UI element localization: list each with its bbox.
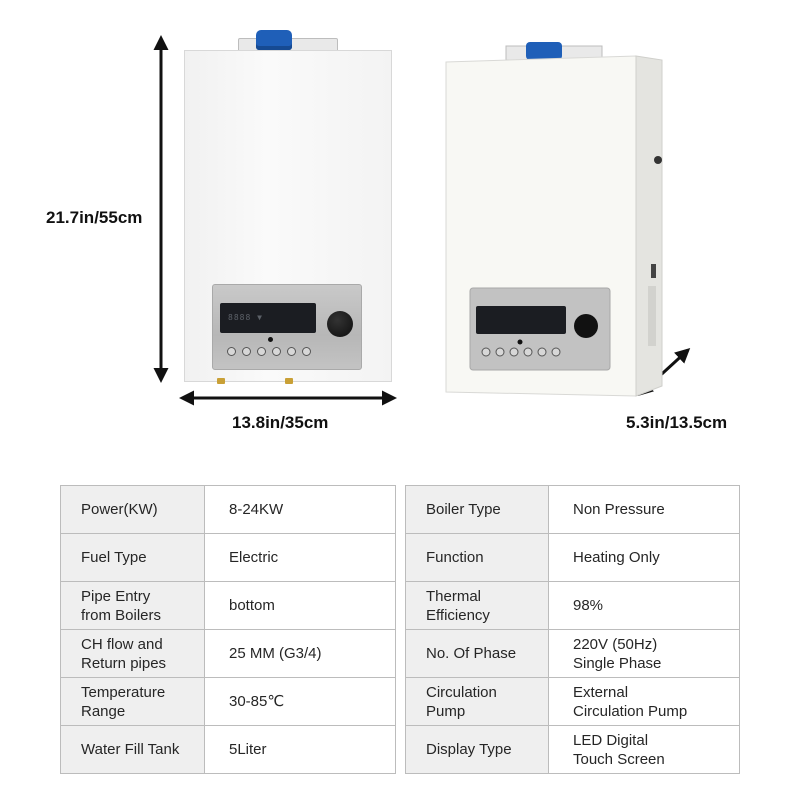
fill-cap-icon bbox=[256, 30, 292, 50]
spec-key: No. Of Phase bbox=[405, 629, 549, 678]
spec-key: Circulation Pump bbox=[405, 677, 549, 726]
display-digits: 8888 ▼ bbox=[228, 313, 263, 322]
spec-value: 98% bbox=[548, 581, 740, 630]
side-vent bbox=[648, 286, 656, 346]
spec-key: Power(KW) bbox=[60, 485, 205, 534]
spec-value: Heating Only bbox=[548, 533, 740, 582]
spec-key: Function bbox=[405, 533, 549, 582]
side-switch bbox=[651, 264, 656, 278]
spec-value: 5Liter bbox=[204, 725, 396, 774]
led-display: 8888 ▼ bbox=[220, 303, 316, 333]
touch-button bbox=[227, 347, 236, 356]
fill-cap-icon bbox=[526, 42, 562, 60]
table-row: Power(KW)8-24KW bbox=[60, 485, 396, 534]
touch-button bbox=[272, 347, 281, 356]
spec-value: 25 MM (G3/4) bbox=[204, 629, 396, 678]
height-label: 21.7in/55cm bbox=[46, 208, 143, 227]
rotary-knob bbox=[327, 311, 353, 337]
pipe-connector-icon bbox=[285, 378, 293, 384]
spec-value: Electric bbox=[204, 533, 396, 582]
spec-value: 8-24KW bbox=[204, 485, 396, 534]
spec-value: Non Pressure bbox=[548, 485, 740, 534]
spec-value: LED Digital Touch Screen bbox=[548, 725, 740, 774]
control-panel: 8888 ▼ bbox=[212, 284, 362, 370]
indicator-dot bbox=[517, 339, 523, 345]
dimension-arrows bbox=[153, 35, 691, 406]
spec-key: Temperature Range bbox=[60, 677, 205, 726]
side-port bbox=[654, 156, 662, 164]
spec-key: Fuel Type bbox=[60, 533, 205, 582]
spec-key: Boiler Type bbox=[405, 485, 549, 534]
indicator-dot bbox=[268, 337, 273, 342]
touch-buttons bbox=[227, 347, 311, 356]
spec-key: Water Fill Tank bbox=[60, 725, 205, 774]
spec-key: Display Type bbox=[405, 725, 549, 774]
touch-button bbox=[257, 347, 266, 356]
touch-button bbox=[302, 347, 311, 356]
spec-value: 220V (50Hz) Single Phase bbox=[548, 629, 740, 678]
spec-key: Thermal Efficiency bbox=[405, 581, 549, 630]
spec-value: bottom bbox=[204, 581, 396, 630]
depth-label: 5.3in/13.5cm bbox=[626, 413, 728, 432]
spec-key: CH flow and Return pipes bbox=[60, 629, 205, 678]
touch-button bbox=[242, 347, 251, 356]
spec-key: Pipe Entry from Boilers bbox=[60, 581, 205, 630]
width-label: 13.8in/35cm bbox=[232, 413, 329, 432]
rotary-knob bbox=[574, 314, 598, 338]
boiler-angled-view bbox=[445, 42, 663, 397]
touch-button bbox=[287, 347, 296, 356]
pipe-connector-icon bbox=[217, 378, 225, 384]
spec-value: External Circulation Pump bbox=[548, 677, 740, 726]
touch-buttons bbox=[481, 347, 561, 357]
spec-value: 30-85℃ bbox=[204, 677, 396, 726]
led-display bbox=[476, 306, 566, 334]
